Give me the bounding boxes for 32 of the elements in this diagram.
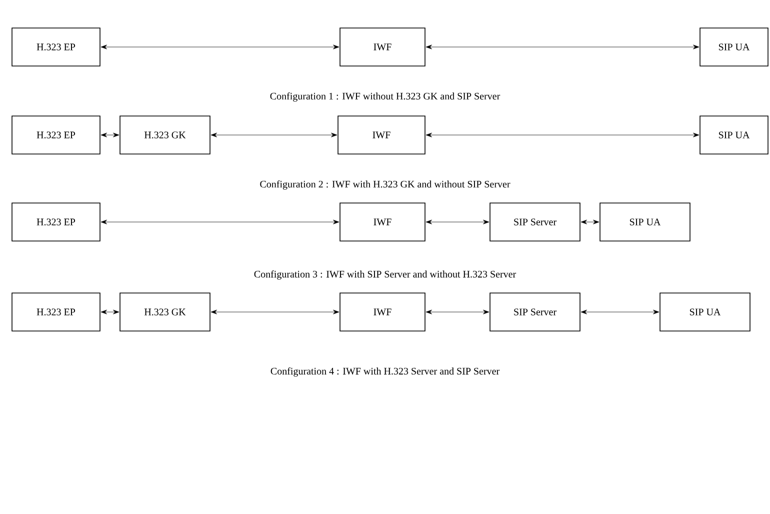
arrow	[426, 220, 490, 224]
arrow	[100, 220, 340, 224]
caption: Configuration 4 : IWF with H.323 Server and SIP Server	[270, 367, 500, 377]
arrow	[426, 310, 490, 314]
process-box: SIP UA	[660, 292, 750, 332]
process-box: IWF	[340, 202, 426, 242]
process-box: IWF	[338, 116, 426, 154]
arrow	[426, 44, 700, 50]
arrow	[100, 44, 340, 50]
arrow	[580, 310, 660, 314]
caption: Configuration 1 : IWF without H.323 GK and SIP Server	[270, 92, 500, 102]
process-box: SIP UA	[700, 28, 768, 66]
process-box: SIP Server	[490, 292, 580, 332]
process-box: SIP UA	[600, 202, 690, 242]
process-box: IWF	[340, 28, 426, 66]
process-box: H.323 EP	[12, 202, 100, 242]
process-box: SIP UA	[700, 116, 768, 154]
caption: Configuration 2 : IWF with H.323 GK and without SIP Server	[260, 180, 510, 190]
process-box: H.323 EP	[12, 292, 100, 332]
process-box: SIP Server	[490, 202, 580, 242]
process-box: H.323 EP	[12, 28, 100, 66]
arrow	[426, 132, 700, 138]
arrow	[210, 310, 340, 314]
arrow	[210, 132, 338, 138]
caption: Configuration 3 : IWF with SIP Server and without H.323 Server	[254, 270, 516, 280]
arrow	[580, 220, 600, 224]
process-box: H.323 GK	[120, 116, 210, 154]
arrow	[100, 310, 120, 314]
process-box: IWF	[340, 292, 426, 332]
process-box: H.323 GK	[120, 292, 210, 332]
arrow	[100, 132, 120, 138]
process-box: H.323 EP	[12, 116, 100, 154]
